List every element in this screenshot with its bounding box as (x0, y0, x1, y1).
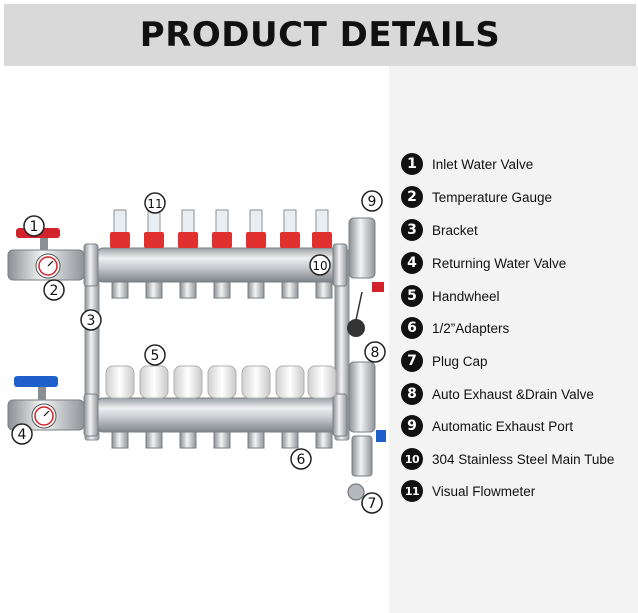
handwheels (105, 365, 337, 399)
legend-label: Handwheel (432, 288, 500, 304)
legend-label: Plug Cap (432, 353, 488, 369)
legend-item-plug-cap: 7 Plug Cap (401, 349, 488, 373)
top-adapters (111, 281, 333, 299)
callouts: 1 2 3 4 5 6 7 8 (11, 190, 386, 514)
legend-number-badge: 11 (401, 480, 423, 502)
legend-item-visual-flowmeter: 11 Visual Flowmeter (401, 479, 535, 503)
legend-label: Automatic Exhaust Port (432, 418, 574, 434)
legend-item-automatic-exhaust-port: 9 Automatic Exhaust Port (401, 414, 573, 438)
bottom-adapters (111, 431, 333, 449)
legend-number-badge: 10 (401, 448, 423, 470)
legend-item-main-tube: 10 304 Stainless Steel Main Tube (401, 447, 614, 471)
callout-6-label: 6 (297, 452, 306, 468)
legend-number-badge: 4 (401, 252, 423, 274)
callout-7-label: 7 (368, 496, 377, 512)
legend-label: Bracket (432, 222, 478, 238)
callout-4: 4 (11, 423, 33, 445)
header-banner: PRODUCT DETAILS (4, 4, 636, 66)
inlet-water-valve (7, 228, 85, 281)
callout-8: 8 (364, 341, 386, 363)
legend-item-inlet-water-valve: 1 Inlet Water Valve (401, 152, 533, 176)
bottom-main-tube (83, 393, 348, 437)
automatic-exhaust-port (347, 217, 384, 337)
callout-10-label: 10 (312, 259, 327, 273)
legend-number-badge: 5 (401, 285, 423, 307)
legend-label: Returning Water Valve (432, 255, 567, 271)
legend-number-badge: 7 (401, 350, 423, 372)
legend-number-badge: 8 (401, 383, 423, 405)
legend-label: 304 Stainless Steel Main Tube (432, 451, 615, 467)
callout-1-label: 1 (30, 219, 39, 235)
callout-9: 9 (361, 190, 383, 212)
legend-number-badge: 9 (401, 415, 423, 437)
auto-exhaust-drain-valve (347, 361, 386, 501)
callout-2: 2 (43, 279, 65, 301)
legend-item-handwheel: 5 Handwheel (401, 284, 500, 308)
callout-5: 5 (144, 344, 166, 366)
legend-label: Inlet Water Valve (432, 156, 534, 172)
callout-4-label: 4 (18, 427, 27, 443)
returning-water-valve (7, 376, 85, 431)
legend-item-auto-exhaust-drain-valve: 8 Auto Exhaust &Drain Valve (401, 382, 594, 406)
callout-11: 11 (144, 192, 166, 214)
legend-number-badge: 3 (401, 219, 423, 241)
callout-3-label: 3 (87, 313, 96, 329)
legend-panel (389, 66, 638, 613)
legend-item-bracket: 3 Bracket (401, 218, 478, 242)
callout-11-label: 11 (147, 197, 162, 211)
bracket (84, 249, 350, 441)
callout-10: 10 (309, 254, 331, 276)
legend-label: 1/2”Adapters (432, 320, 510, 336)
top-main-tube (83, 243, 348, 287)
callout-9-label: 9 (368, 194, 377, 210)
legend-number-badge: 2 (401, 186, 423, 208)
callout-7: 7 (361, 492, 383, 514)
legend-number-badge: 1 (401, 153, 423, 175)
legend-number-badge: 6 (401, 317, 423, 339)
callout-6: 6 (290, 448, 312, 470)
callout-1: 1 (23, 215, 45, 237)
legend-item-returning-water-valve: 4 Returning Water Valve (401, 251, 566, 275)
page-title: PRODUCT DETAILS (139, 15, 501, 55)
legend-label: Temperature Gauge (432, 189, 553, 205)
callout-3: 3 (80, 309, 102, 331)
legend-item-adapters: 6 1/2”Adapters (401, 316, 509, 340)
manifold-illustration: 1 2 3 4 5 6 7 8 (7, 190, 386, 514)
callout-5-label: 5 (151, 348, 160, 364)
callout-8-label: 8 (371, 345, 380, 361)
legend-item-temperature-gauge: 2 Temperature Gauge (401, 185, 552, 209)
callout-2-label: 2 (50, 283, 59, 299)
flowmeters (110, 209, 332, 248)
legend-label: Visual Flowmeter (432, 483, 536, 499)
legend-label: Auto Exhaust &Drain Valve (432, 386, 594, 402)
